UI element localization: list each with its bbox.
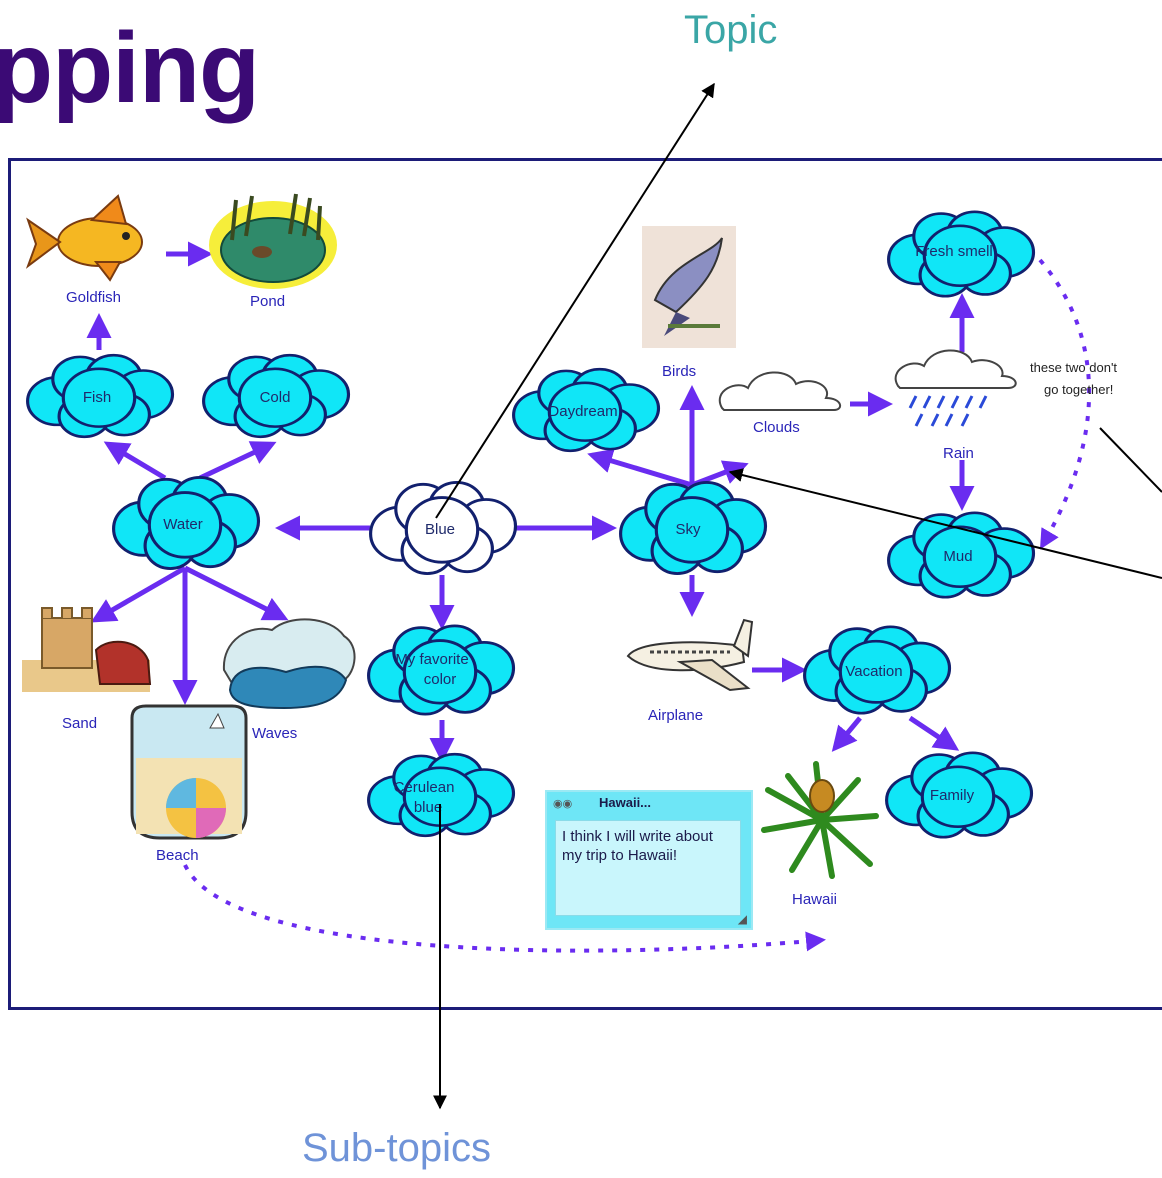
annotation-arrows: [433, 82, 1162, 1110]
page-title: pping: [0, 12, 260, 124]
label-cerulean-1: Cerulean: [394, 779, 455, 796]
label-airplane: Airplane: [648, 707, 703, 724]
label-water: Water: [163, 516, 202, 533]
subtopics-annotation: Sub-topics: [302, 1126, 491, 1170]
label-pond: Pond: [250, 293, 285, 310]
label-sky: Sky: [675, 521, 701, 538]
label-clouds: Clouds: [753, 419, 800, 436]
hawaii-note-window[interactable]: ◉◉ Hawaii... I think I will write about …: [545, 790, 753, 930]
topic-annotation: Topic: [684, 8, 778, 52]
comment-line-2: go together!: [1044, 382, 1113, 397]
label-hawaii: Hawaii: [792, 891, 837, 908]
label-family: Family: [930, 787, 975, 804]
dashed-arrows: [183, 258, 1092, 953]
rain-picture: [894, 349, 1017, 427]
label-cold: Cold: [260, 389, 291, 406]
pond-picture: [209, 193, 337, 289]
label-favorite-2: color: [424, 671, 457, 688]
goldfish-picture: [25, 194, 143, 282]
note-body[interactable]: I think I will write about my trip to Ha…: [555, 820, 741, 916]
resize-handle-icon[interactable]: ◢: [737, 912, 747, 926]
beach-picture: [130, 704, 248, 840]
label-cerulean-2: blue: [414, 799, 442, 816]
note-title: Hawaii...: [599, 795, 652, 810]
label-sand: Sand: [62, 715, 97, 732]
label-mud: Mud: [943, 548, 972, 565]
label-beach: Beach: [156, 847, 199, 864]
label-vacation: Vacation: [845, 663, 902, 680]
sand-picture: [22, 607, 152, 692]
label-rain: Rain: [943, 445, 974, 462]
label-daydream: Daydream: [548, 403, 617, 420]
birds-picture: [642, 226, 736, 348]
label-fish: Fish: [83, 389, 111, 406]
hawaii-picture: [761, 761, 879, 879]
comment-line-1: these two don't: [1030, 360, 1117, 375]
clouds-picture: [718, 371, 842, 411]
note-window-buttons[interactable]: ◉◉: [553, 798, 573, 810]
label-favorite-1: My favorite: [395, 651, 468, 668]
label-fresh-smell: Fresh smell: [915, 243, 993, 260]
label-birds: Birds: [662, 363, 696, 380]
airplane-picture: [626, 618, 754, 692]
cloud-favorite: [367, 624, 516, 716]
waves-picture: [222, 618, 356, 710]
label-waves: Waves: [252, 725, 297, 742]
label-goldfish: Goldfish: [66, 289, 121, 306]
label-blue: Blue: [425, 521, 455, 538]
